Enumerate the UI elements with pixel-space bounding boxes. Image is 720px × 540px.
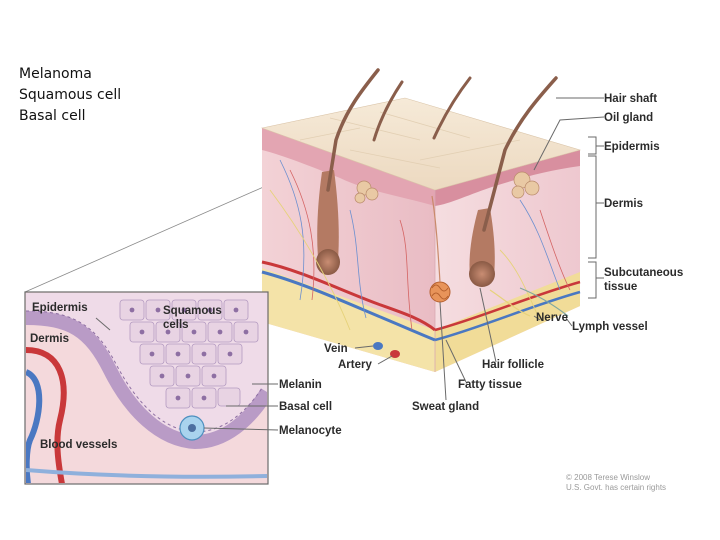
oil-gland-1	[354, 180, 379, 204]
label-sweat-gland: Sweat gland	[412, 401, 479, 413]
vein-block	[261, 270, 436, 342]
label-subcutaneous-1: Subcutaneous	[604, 267, 683, 279]
oil-gland-2	[511, 171, 540, 199]
bullet-melanoma: Melanoma	[19, 66, 92, 82]
label-artery: Artery	[338, 359, 372, 371]
hair-shaft-2	[482, 76, 558, 232]
block-leader-lines	[354, 97, 605, 401]
label-oil-gland: Oil gland	[604, 112, 653, 124]
fat-layer-left	[262, 268, 435, 372]
label-vein: Vein	[324, 343, 348, 355]
label-nerve: Nerve	[536, 312, 568, 324]
bullet-squamous-cell: Squamous cell	[19, 87, 122, 103]
artery-block	[261, 260, 436, 332]
epidermis-band-right	[435, 150, 580, 206]
inset-label-blood-vessels: Blood vessels	[40, 439, 117, 451]
bullet-basal-cell: Basal cell	[19, 108, 86, 124]
inset-label-melanin: Melanin	[279, 379, 322, 391]
label-epidermis: Epidermis	[604, 141, 660, 153]
label-hair-shaft: Hair shaft	[604, 93, 657, 105]
label-hair-follicle: Hair follicle	[482, 359, 544, 371]
label-fatty-tissue: Fatty tissue	[458, 379, 522, 391]
inset-artery	[26, 347, 67, 483]
skin-block	[260, 68, 582, 372]
vein-cap	[373, 342, 383, 350]
hair-follicle-1	[317, 170, 339, 270]
inset-label-melanocyte: Melanocyte	[279, 425, 342, 437]
layer-brackets	[588, 136, 597, 299]
label-lymph-vessel: Lymph vessel	[572, 321, 648, 333]
bullet-list: Melanoma Squamous cell Basal cell	[19, 64, 121, 127]
fat-layer-right	[435, 272, 580, 372]
label-dermis: Dermis	[604, 198, 643, 210]
inset-label-dermis: Dermis	[30, 333, 69, 345]
inset-label-squamous-2: cells	[163, 319, 189, 331]
lymph-vessel	[519, 287, 569, 317]
inset-label-squamous-1: Squamous	[163, 305, 222, 317]
inset-basal-layer	[26, 311, 267, 450]
artery-cap	[390, 350, 400, 358]
inset-label-epidermis: Epidermis	[32, 302, 88, 314]
inset-epidermis-closeup	[24, 291, 279, 485]
label-subcutaneous-2: tissue	[604, 281, 637, 293]
credit-line-1: © 2008 Terese Winslow	[566, 473, 650, 482]
credit-line-2: U.S. Govt. has certain rights	[566, 483, 666, 492]
hair-shaft-1	[326, 68, 380, 192]
nerve	[489, 289, 531, 317]
epidermis-band-left	[262, 128, 435, 206]
inset-label-basal-cell: Basal cell	[279, 401, 332, 413]
